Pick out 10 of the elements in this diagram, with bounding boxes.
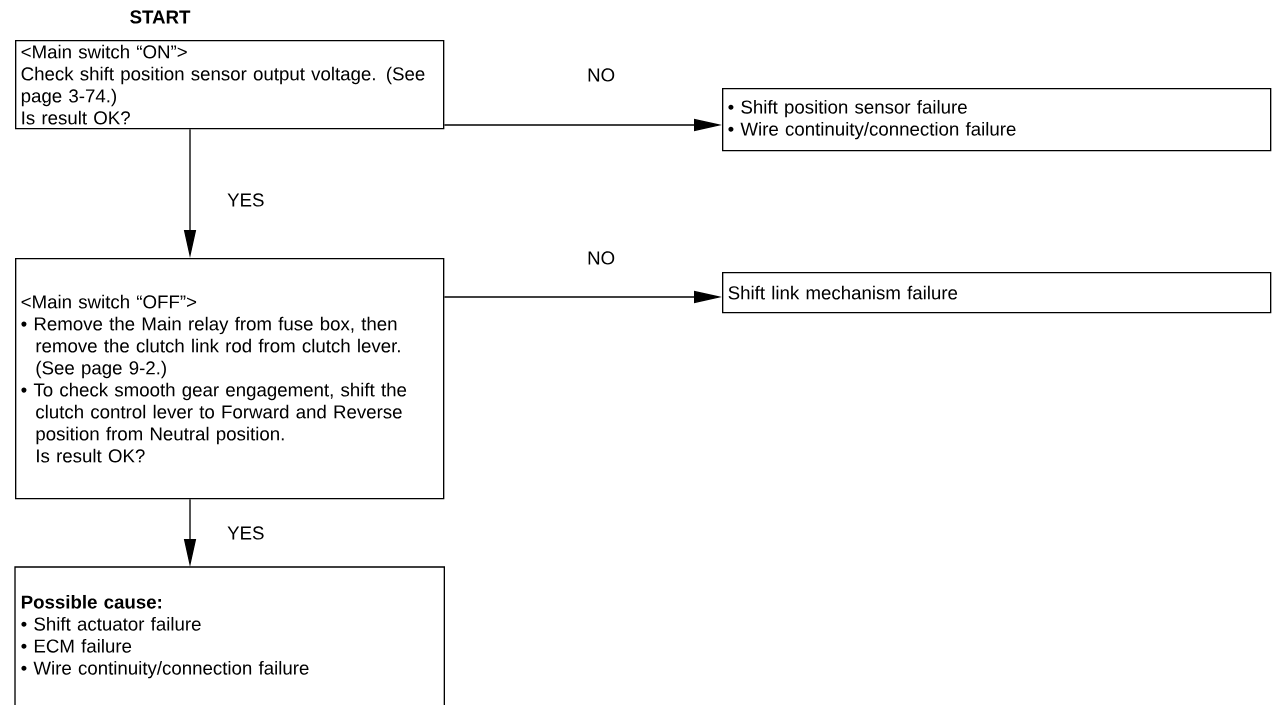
edge-label: NO [588,251,615,265]
edge-label: YES [227,193,264,207]
check-box: <Main switch “OFF”> • Remove the Main relay from fuse box, then remove the clutch link rod from clutch lever. (See page 9-2.) • To check smooth gear engagement, shift the clutch control lever to Forward and Reverse position from Neutral position. Is result OK? [15,258,445,500]
result-box: • Shift position sensor failure • Wire continuity/connection failure [722,88,1272,152]
result-box: Shift link mechanism failure [722,272,1272,314]
title: START [130,10,191,24]
edge-label: NO [588,68,615,82]
check-box: <Main switch “ON”> Check shift position sensor output voltage. (See page 3-74.) Is result OK? [15,40,445,130]
edge-label: YES [227,526,264,540]
cause-box: Possible cause: • Shift actuator failure • ECM failure • Wire continuity/connection failure [14,566,445,705]
